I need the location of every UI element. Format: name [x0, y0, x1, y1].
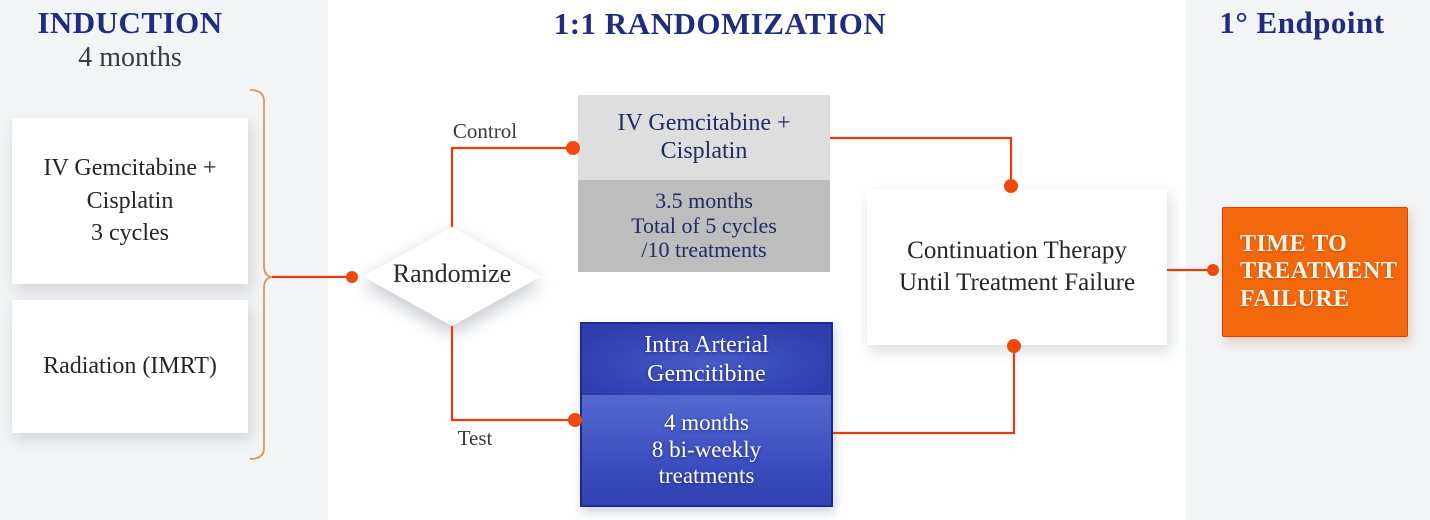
- induction-chemo-line: IV Gemcitabine +: [43, 155, 217, 182]
- induction-chemo-line: Cisplatin: [86, 187, 174, 214]
- endpoint-outcome-line: TREATMENT: [1240, 258, 1398, 285]
- test-arm-detail-line: 4 months: [664, 409, 749, 435]
- test-edge-label: Test: [457, 426, 493, 450]
- endpoint-outcome-line: TIME TO: [1240, 230, 1348, 257]
- induction-heading: INDUCTION: [37, 5, 223, 40]
- endpoint-heading: 1° Endpoint: [1219, 5, 1385, 40]
- induction-radiation-line: Radiation (IMRT): [43, 353, 217, 380]
- test-arm-detail-line: 8 bi-weekly: [651, 436, 762, 462]
- induction-chemo-box: IV Gemcitabine + Cisplatin 3 cycles: [12, 118, 248, 284]
- induction-duration-label: 4 months: [78, 42, 182, 73]
- test-arm-detail-section: 4 months 8 bi-weekly treatments: [582, 395, 831, 505]
- continuation-therapy-box: Continuation Therapy Until Treatment Fai…: [867, 189, 1167, 345]
- test-arm-title-line: Intra Arterial: [644, 331, 769, 358]
- control-arm-title-line: Cisplatin: [660, 137, 748, 164]
- induction-chemo-line: 3 cycles: [91, 220, 169, 247]
- test-arm-title-line: Gemcitibine: [647, 360, 766, 387]
- test-arm-detail-line: treatments: [658, 463, 755, 489]
- continuation-line: Until Treatment Failure: [898, 269, 1136, 296]
- control-arm-detail-line: /10 treatments: [641, 237, 767, 263]
- control-arm-detail-section: 3.5 months Total of 5 cycles /10 treatme…: [578, 180, 830, 272]
- control-arm-detail-line: 3.5 months: [655, 188, 753, 214]
- control-edge-label: Control: [452, 119, 518, 143]
- control-arm-title-line: IV Gemcitabine +: [617, 110, 791, 137]
- control-arm-box: IV Gemcitabine + Cisplatin 3.5 months To…: [578, 95, 830, 272]
- randomization-heading: 1:1 RANDOMIZATION: [553, 6, 887, 41]
- continuation-line: Continuation Therapy: [907, 236, 1127, 264]
- control-arm-detail-line: Total of 5 cycles: [631, 212, 777, 238]
- induction-radiation-box: Radiation (IMRT): [12, 300, 248, 433]
- endpoint-outcome-line: FAILURE: [1240, 285, 1350, 312]
- endpoint-outcome-box: TIME TO TREATMENT FAILURE: [1222, 207, 1408, 337]
- randomize-label: Randomize: [392, 259, 512, 288]
- test-arm-title-section: Intra Arterial Gemcitibine: [582, 324, 831, 395]
- control-arm-title-section: IV Gemcitabine + Cisplatin: [578, 95, 830, 180]
- test-arm-box: Intra Arterial Gemcitibine 4 months 8 bi…: [580, 322, 833, 507]
